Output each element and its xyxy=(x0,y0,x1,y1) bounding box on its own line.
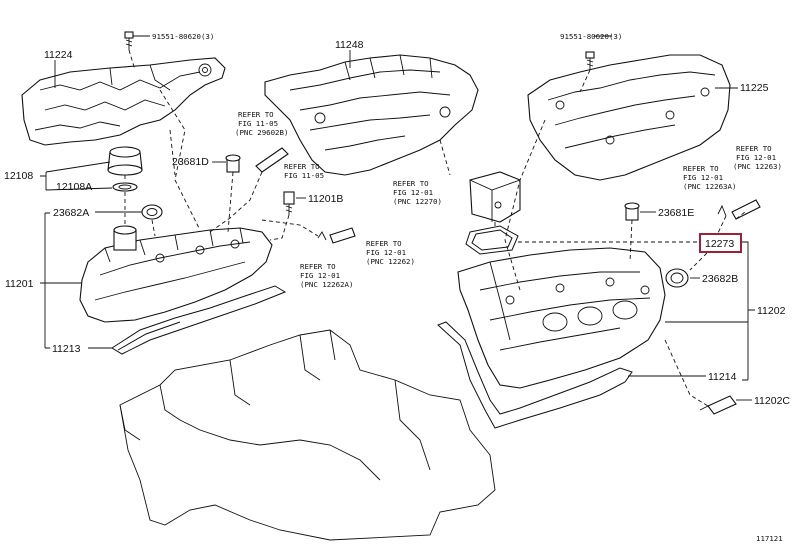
oil-cap-gasket-12108a[interactable] xyxy=(112,182,138,192)
label-91551-left[interactable]: 91551-80620(3) xyxy=(152,32,214,41)
ref-note-12262[interactable]: REFER TO FIG 12-01 (PNC 12262) xyxy=(366,239,415,266)
label-11201[interactable]: 11201 xyxy=(5,278,34,290)
pcv-valve-11202c[interactable] xyxy=(699,395,737,415)
ref-note-12270[interactable]: REFER TO FIG 12-01 (PNC 12270) xyxy=(393,179,442,206)
reference-notes: REFER TO FIG 11-05 (PNC 29602B) REFER TO… xyxy=(235,110,782,289)
seal-23682b[interactable] xyxy=(665,268,689,288)
label-12273[interactable]: 12273 xyxy=(705,238,734,250)
pcv-valve-11201b[interactable] xyxy=(283,191,295,215)
ref-note-12262a[interactable]: REFER TO FIG 12-01 (PNC 12262A) xyxy=(300,262,353,289)
svg-text:FIG 12-01: FIG 12-01 xyxy=(683,173,723,182)
svg-text:REFER TO: REFER TO xyxy=(284,162,320,171)
valve-cover-gasket-11214[interactable] xyxy=(437,321,633,429)
engine-cover-right-11225[interactable] xyxy=(527,54,731,181)
svg-text:(PNC 29602B): (PNC 29602B) xyxy=(235,128,288,137)
ref-note-12263a[interactable]: REFER TO FIG 12-01 (PNC 12263A) xyxy=(683,164,736,191)
label-11202[interactable]: 11202 xyxy=(757,305,786,317)
svg-text:FIG 11-05: FIG 11-05 xyxy=(238,119,278,128)
part-labels: 91551-80620(3) 11224 11248 91551-80620(3… xyxy=(4,32,790,543)
svg-text:(PNC 12263): (PNC 12263) xyxy=(733,162,782,171)
leader-lines xyxy=(40,35,755,407)
svg-text:(PNC 12263A): (PNC 12263A) xyxy=(683,182,736,191)
label-11225[interactable]: 11225 xyxy=(740,82,769,94)
ref-note-11-05[interactable]: REFER TO FIG 11-05 xyxy=(284,162,324,180)
valve-cover-gasket-11213[interactable] xyxy=(111,285,287,355)
intake-plenum-11248[interactable] xyxy=(264,54,479,176)
pcv-hose-left[interactable] xyxy=(255,147,356,244)
ref-note-29602b[interactable]: REFER TO FIG 11-05 (PNC 29602B) xyxy=(235,110,288,137)
grommet-23681d[interactable] xyxy=(225,154,241,173)
svg-text:REFER TO: REFER TO xyxy=(366,239,402,248)
label-23682b[interactable]: 23682B xyxy=(702,273,738,285)
label-11201b[interactable]: 11201B xyxy=(308,193,343,205)
label-12108a[interactable]: 12108A xyxy=(56,181,92,193)
engine-block-outline xyxy=(119,329,496,541)
label-11214[interactable]: 11214 xyxy=(708,371,737,383)
svg-text:REFER TO: REFER TO xyxy=(736,144,772,153)
label-11202c[interactable]: 11202C xyxy=(754,395,790,407)
oil-filler-cap-12108[interactable] xyxy=(107,146,143,176)
label-11224[interactable]: 11224 xyxy=(44,49,73,61)
svg-text:FIG 12-01: FIG 12-01 xyxy=(736,153,776,162)
label-23681e[interactable]: 23681E xyxy=(658,207,694,219)
label-11248[interactable]: 11248 xyxy=(335,39,364,51)
label-12108[interactable]: 12108 xyxy=(4,170,33,182)
ref-note-12263[interactable]: REFER TO FIG 12-01 (PNC 12263) xyxy=(733,144,782,171)
svg-text:REFER TO: REFER TO xyxy=(393,179,429,188)
label-11213[interactable]: 11213 xyxy=(52,343,81,355)
valve-cover-left-11201[interactable] xyxy=(79,225,273,323)
svg-text:(PNC 12262A): (PNC 12262A) xyxy=(300,280,353,289)
svg-text:REFER TO: REFER TO xyxy=(238,110,274,119)
svg-text:REFER TO: REFER TO xyxy=(683,164,719,173)
label-91551-right[interactable]: 91551-80620(3) xyxy=(560,32,622,41)
svg-text:FIG 12-01: FIG 12-01 xyxy=(300,271,340,280)
pcv-hose-right[interactable] xyxy=(717,199,761,220)
svg-text:FIG 12-01: FIG 12-01 xyxy=(393,188,433,197)
grommet-23681e[interactable] xyxy=(624,202,640,221)
bolt-right[interactable] xyxy=(585,51,595,70)
seal-23682a[interactable] xyxy=(141,204,163,220)
svg-text:REFER TO: REFER TO xyxy=(300,262,336,271)
figure-id: 117121 xyxy=(756,534,783,543)
bolt-left[interactable] xyxy=(124,31,134,50)
svg-text:FIG 11-05: FIG 11-05 xyxy=(284,171,324,180)
gasket-12273[interactable] xyxy=(465,225,519,255)
label-23681d[interactable]: 23681D xyxy=(172,156,209,168)
svg-text:(PNC 12262): (PNC 12262) xyxy=(366,257,415,266)
highlight-12273[interactable] xyxy=(699,233,742,253)
svg-text:FIG 12-01: FIG 12-01 xyxy=(366,248,406,257)
svg-text:(PNC 12270): (PNC 12270) xyxy=(393,197,442,206)
bracket-12270[interactable] xyxy=(469,171,521,223)
valve-cover-right-11202[interactable] xyxy=(457,247,666,389)
label-23682a[interactable]: 23682A xyxy=(53,207,89,219)
engine-cover-left-11224[interactable] xyxy=(21,57,226,146)
